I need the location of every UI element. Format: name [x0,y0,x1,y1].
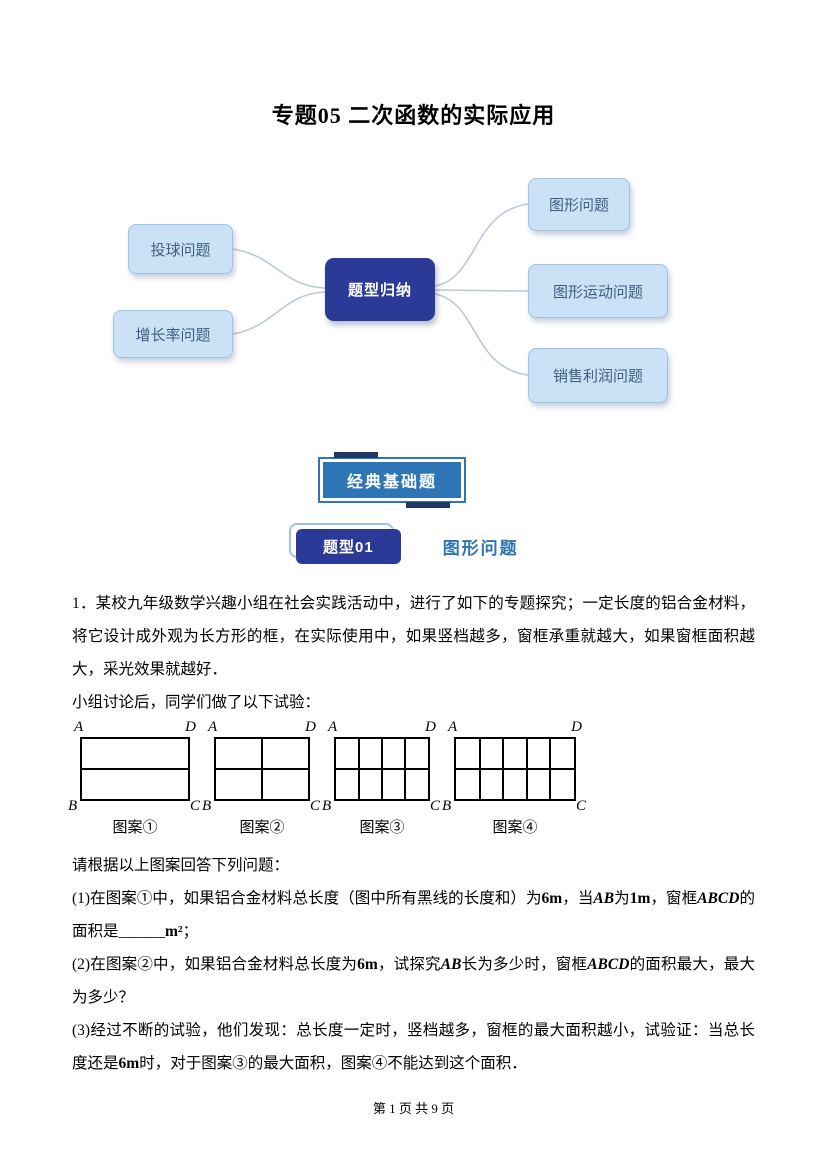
window-frame-figure: A D B C 图案② [202,720,320,837]
page-number: 第 1 页 共 9 页 [372,1101,455,1116]
banner-accent-icon [406,502,451,508]
corner-label-d: D [185,719,196,735]
type-badge: 题型01 [289,522,401,564]
frame-horizontal-bar [456,768,574,770]
corner-label-c: C [309,798,320,814]
corner-label-a: A [328,719,338,735]
corner-label-b: B [322,798,332,814]
window-frame-figure: A D B C 图案③ [322,720,440,837]
question-3: (3)经过不断的试验，他们发现：总长度一定时，竖档越多，窗框的最大面积越小，试验… [72,1022,755,1072]
type-badge-label: 题型01 [296,528,401,564]
type-heading-row: 题型01 图形问题 [289,522,827,565]
window-frame-drawing: A D B C [322,720,440,814]
window-frame-drawing: A D B C [442,720,586,814]
section-banner-row: 经典基础题 [318,452,827,508]
corner-label-d: D [425,719,436,735]
figure-caption: 图案② [239,820,285,836]
mindmap-connectors [232,203,529,376]
frame-horizontal-bar [336,768,428,770]
corner-label-a: A [448,719,458,735]
corner-label-d: D [305,719,316,735]
problem-body: 1．某校九年级数学兴趣小组在社会实践活动中，进行了如下的专题探究；一定长度的铝合… [68,587,755,1080]
mindmap-node-projectile-problem: 投球问题 [128,224,233,274]
banner-accent-icon [334,452,378,458]
mindmap-node-sales-profit-problem: 销售利润问题 [528,348,668,403]
corner-label-c: C [575,798,586,814]
mindmap-center-node: 题型归纳 [325,258,435,321]
mindmap-node-figure-problem: 图形问题 [528,178,630,231]
corner-label-d: D [571,719,582,735]
frame-horizontal-bar [216,768,308,770]
problem-line: 小组讨论后，同学们做了以下试验： [72,694,321,711]
window-frame-drawing: A D B C [68,720,200,814]
window-frame-figure: A D B C 图案④ [442,720,586,837]
corner-label-c: C [429,798,440,814]
window-frame-figure: A D B C 图案① [68,720,200,837]
type-title: 图形问题 [442,538,519,558]
question-1: (1)在图案①中，如果铝合金材料总长度（图中所有黑线的长度和）为6m，当AB为1… [72,890,755,940]
mindmap: 投球问题 增长率问题 题型归纳 图形问题 图形运动问题 销售利润问题 [0,176,827,411]
question-2: (2)在图案②中，如果铝合金材料总长度为6m，试探究AB长为多少时，窗框ABCD… [72,956,755,1006]
page-title: 专题05 二次函数的实际应用 [271,103,556,128]
corner-label-b: B [202,798,212,814]
frame-horizontal-bar [82,768,188,770]
corner-label-a: A [208,719,218,735]
corner-label-b: B [442,798,452,814]
mindmap-node-growth-rate-problem: 增长率问题 [113,310,233,358]
figure-caption: 图案③ [359,820,405,836]
problem-prompt: 请根据以上图案回答下列问题： [72,857,290,874]
section-banner-label: 经典基础题 [323,462,462,498]
figure-caption: 图案① [112,820,158,836]
mindmap-node-figure-motion-problem: 图形运动问题 [528,264,668,318]
corner-label-a: A [74,719,84,735]
corner-label-b: B [68,798,78,814]
figure-caption: 图案④ [492,820,538,836]
problem-intro: 1．某校九年级数学兴趣小组在社会实践活动中，进行了如下的专题探究；一定长度的铝合… [72,595,755,678]
corner-label-c: C [189,798,200,814]
window-frame-drawing: A D B C [202,720,320,814]
section-banner: 经典基础题 [318,452,467,508]
